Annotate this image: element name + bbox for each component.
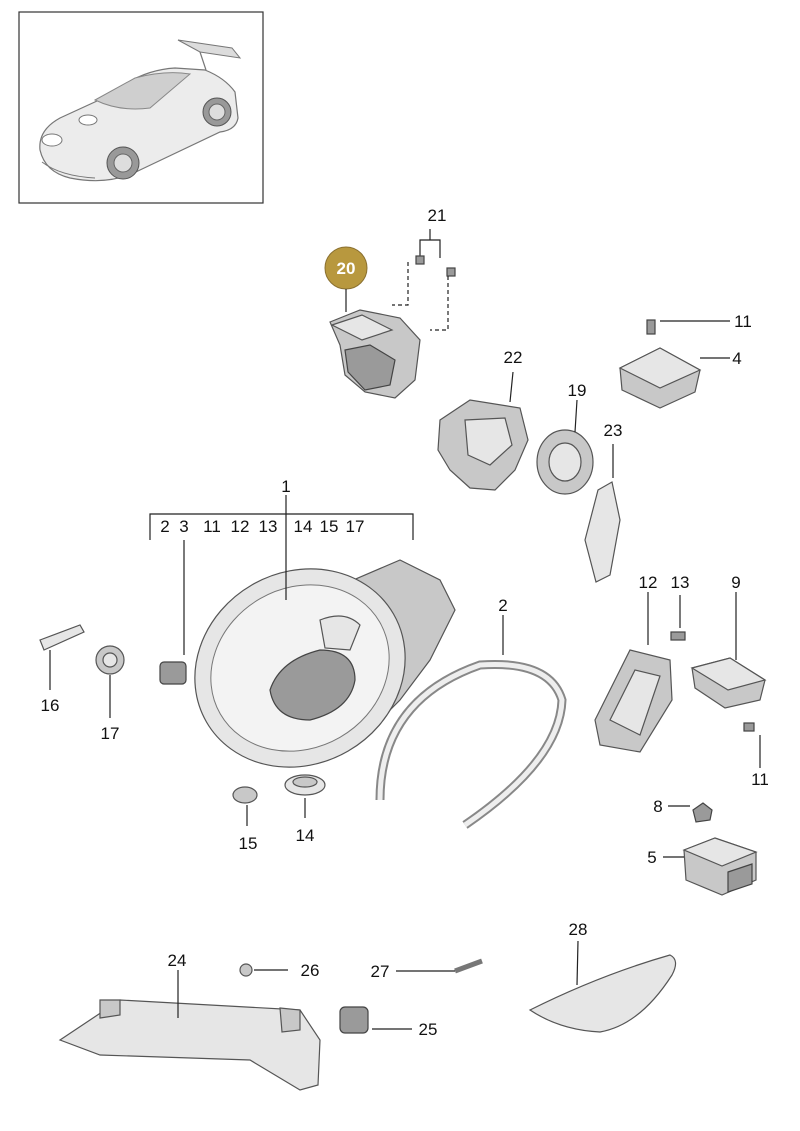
part-24 — [58, 970, 321, 1091]
part-27 — [396, 958, 483, 974]
part-3 — [159, 540, 187, 685]
callout-23: 23 — [604, 421, 623, 440]
part-11-lower — [743, 722, 761, 768]
part-15 — [232, 786, 258, 826]
callout-8: 8 — [653, 797, 662, 816]
car-icon — [39, 39, 242, 182]
part-12 — [594, 592, 673, 753]
vehicle-inset — [18, 11, 264, 204]
callout-9: 9 — [731, 573, 740, 592]
part-16 — [39, 624, 85, 690]
part-14 — [284, 774, 326, 818]
callout-27: 27 — [371, 962, 390, 981]
callout-13: 13 — [671, 573, 690, 592]
part-9 — [690, 592, 767, 709]
callout-16: 16 — [41, 696, 60, 715]
bracket-item: 15 — [320, 517, 339, 536]
bracket-item: 2 — [160, 517, 169, 536]
callout-4: 4 — [732, 349, 741, 368]
callout-11-lower: 11 — [751, 770, 769, 789]
callout-2: 2 — [498, 596, 507, 615]
callout-19: 19 — [568, 381, 587, 400]
bracket-item: 17 — [346, 517, 365, 536]
callout-26: 26 — [301, 961, 320, 980]
bracket-item: 13 — [259, 517, 278, 536]
badge-number: 20 — [337, 259, 356, 278]
part-4 — [618, 319, 730, 409]
callout-28: 28 — [569, 920, 588, 939]
bracket-item: 11 — [203, 517, 221, 536]
highlight-badge: 20 — [324, 246, 368, 312]
part-28 — [528, 940, 677, 1033]
part-17 — [95, 645, 125, 718]
callout-21: 21 — [428, 206, 447, 225]
part-23 — [584, 444, 621, 583]
part-screws-21 — [392, 229, 456, 331]
bracket-item: 3 — [179, 517, 188, 536]
part-bracket-20 — [329, 309, 421, 399]
callout-25: 25 — [419, 1020, 438, 1039]
part-25 — [339, 1006, 412, 1034]
part-headlight-1 — [194, 559, 456, 768]
callout-17: 17 — [101, 724, 120, 743]
callout-15: 15 — [239, 834, 258, 853]
bracket-item: 14 — [294, 517, 313, 536]
callout-1: 1 — [281, 477, 290, 496]
part-13 — [670, 595, 686, 641]
part-19 — [536, 399, 594, 495]
callout-5: 5 — [647, 848, 656, 867]
bracket-item: 12 — [231, 517, 250, 536]
callout-24: 24 — [168, 951, 187, 970]
callout-11-upper: 11 — [734, 312, 752, 331]
callout-12: 12 — [639, 573, 658, 592]
callout-14: 14 — [296, 826, 315, 845]
part-22 — [437, 371, 529, 491]
part-26 — [239, 963, 288, 977]
part-gasket-2 — [375, 615, 567, 829]
part-5 — [663, 837, 758, 896]
callout-22: 22 — [504, 348, 523, 367]
part-8 — [668, 802, 713, 823]
